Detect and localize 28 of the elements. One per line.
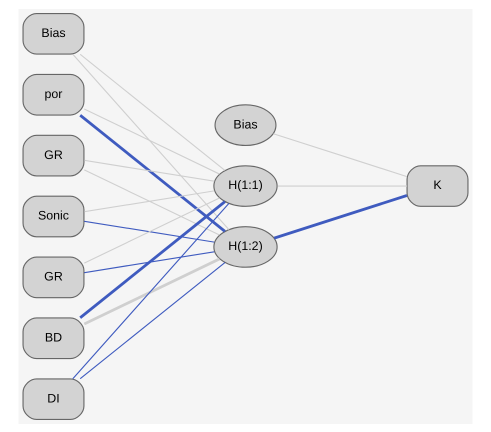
connector bbox=[80, 262, 226, 379]
connector bbox=[84, 159, 214, 182]
node-ellipse: H(1:1) bbox=[213, 164, 278, 206]
connector bbox=[79, 200, 226, 318]
node-box: Bias bbox=[22, 12, 84, 54]
connector bbox=[84, 190, 214, 212]
connector bbox=[274, 194, 408, 239]
node-box: GR bbox=[22, 134, 84, 176]
connector bbox=[84, 168, 220, 235]
connector bbox=[278, 184, 408, 186]
connector bbox=[80, 53, 226, 170]
connector bbox=[84, 220, 214, 242]
connector bbox=[84, 250, 214, 273]
connector bbox=[72, 202, 230, 379]
connector bbox=[84, 257, 220, 325]
node-box: DI bbox=[22, 378, 84, 420]
connector bbox=[84, 108, 220, 174]
connector bbox=[84, 197, 220, 264]
node-box: BD bbox=[22, 316, 84, 359]
node-ellipse: Bias bbox=[214, 104, 276, 146]
node-box: K bbox=[406, 164, 469, 206]
connector bbox=[72, 53, 230, 230]
node-box: por bbox=[22, 73, 84, 116]
node-ellipse: H(1:2) bbox=[213, 226, 278, 268]
node-box: GR bbox=[22, 256, 84, 298]
connector bbox=[79, 114, 226, 232]
connector bbox=[273, 132, 408, 177]
node-box: Sonic bbox=[22, 195, 84, 237]
